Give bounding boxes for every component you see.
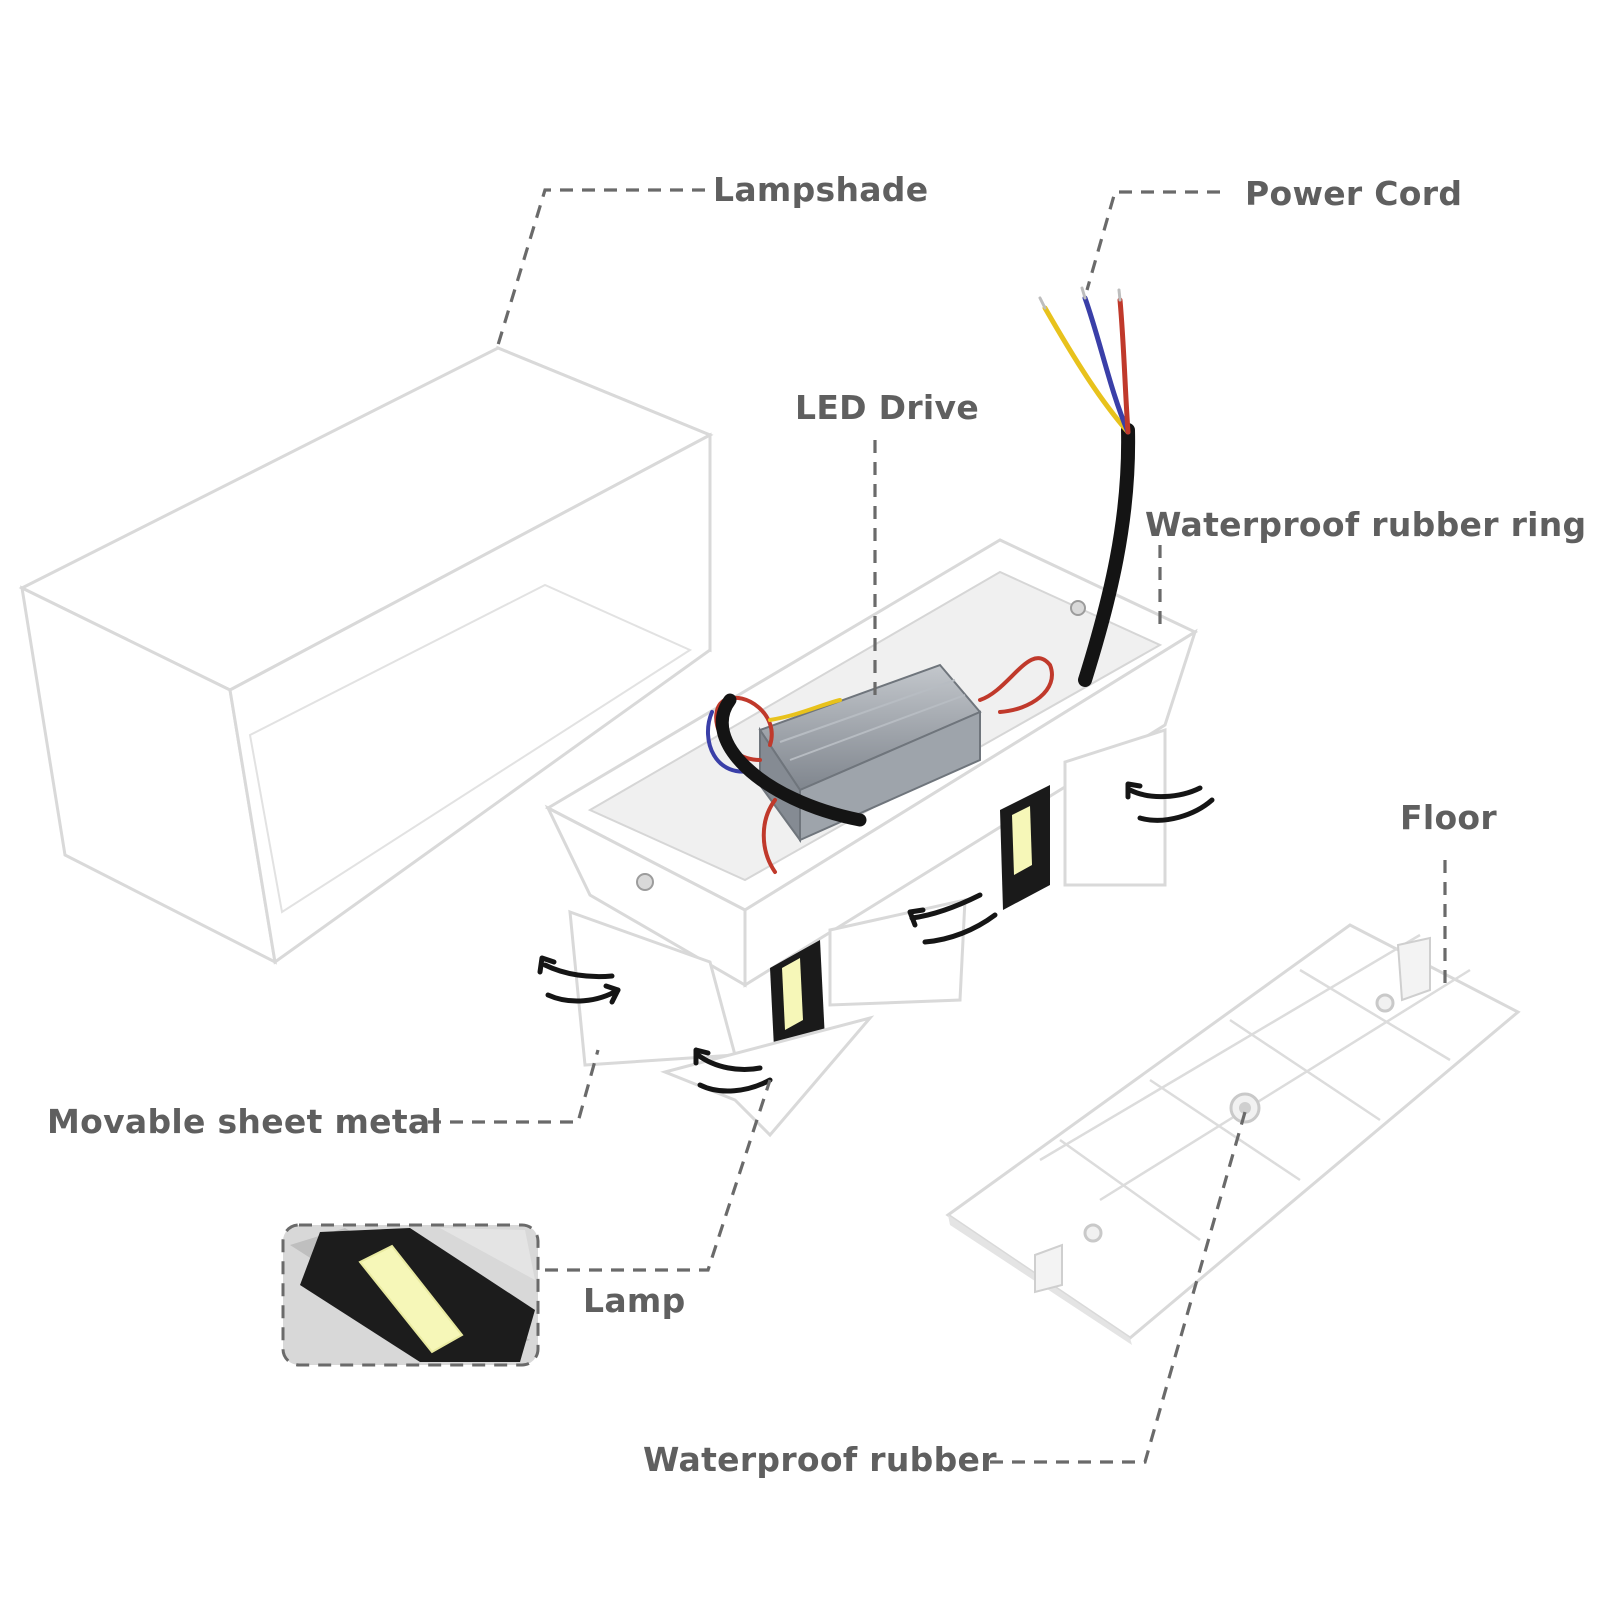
lamp-inset bbox=[283, 1225, 538, 1365]
label-movable-sheet-metal: Movable sheet metal bbox=[47, 1102, 442, 1141]
label-waterproof-rubber-ring: Waterproof rubber ring bbox=[1145, 505, 1586, 544]
label-led-drive: LED Drive bbox=[795, 388, 979, 427]
floor-plate bbox=[948, 925, 1518, 1345]
label-floor: Floor bbox=[1400, 798, 1497, 837]
label-power-cord: Power Cord bbox=[1245, 174, 1462, 213]
label-lamp: Lamp bbox=[583, 1281, 686, 1320]
label-lampshade: Lampshade bbox=[713, 170, 928, 209]
label-waterproof-rubber: Waterproof rubber bbox=[643, 1440, 997, 1479]
